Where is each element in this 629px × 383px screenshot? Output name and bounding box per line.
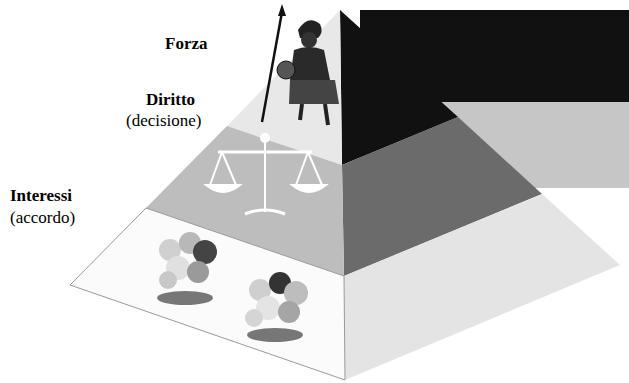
scales-symbol [206, 134, 326, 214]
people-groups [157, 232, 308, 342]
bottom-left-face [70, 208, 345, 380]
tier-note: (accordo) [10, 208, 75, 228]
tier-label: Forza [165, 34, 207, 54]
tier-label: Interessi [10, 186, 72, 206]
knight-figure [262, 4, 339, 125]
bottom-right-face [344, 194, 620, 380]
tier-label: Diritto [146, 90, 195, 110]
tier-note: (decisione) [126, 111, 202, 131]
